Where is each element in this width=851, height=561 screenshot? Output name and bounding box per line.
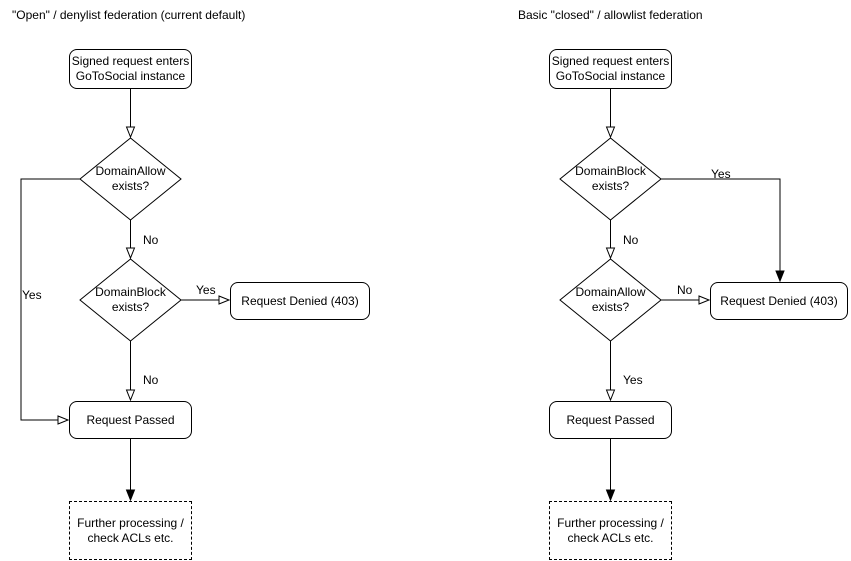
decision-diamond-domainallow-left [79,137,182,221]
decision1-label-left: DomainAllow exists? [95,164,166,193]
edge-label-yes: Yes [711,167,731,181]
node-request-passed-right: Request Passed [549,401,672,439]
node-request-passed-left: Request Passed [69,401,192,439]
edge-decision1-yes-left [20,178,80,425]
node-further-processing-left: Further processing / check ACLs etc. [69,501,192,560]
node-start-left: Signed request enters GoToSocial instanc… [69,49,192,89]
edge-label-yes: Yes [196,283,216,297]
node-request-denied-right: Request Denied (403) [710,282,848,320]
decision-diamond-domainallow-right [559,258,662,342]
edge-decision1-yes-right [661,178,785,283]
node-request-denied-left: Request Denied (403) [230,282,370,320]
diagram-title-left: "Open" / denylist federation (current de… [12,8,246,22]
edge-label-no: No [623,233,639,247]
edge-label-no: No [677,283,693,297]
decision-diamond-domainblock-left [79,258,182,342]
decision-diamond-domainblock-right [559,137,662,221]
edge-label-yes: Yes [623,373,643,387]
node-start-right: Signed request enters GoToSocial instanc… [549,49,672,89]
diagram-title-right: Basic "closed" / allowlist federation [518,8,703,22]
edge-label-yes: Yes [22,288,42,302]
decision2-label-left: DomainBlock exists? [95,285,166,314]
decision1-label-right: DomainBlock exists? [575,164,646,193]
edge-label-no: No [143,233,159,247]
node-further-processing-right: Further processing / check ACLs etc. [549,501,672,560]
edge-label-no: No [143,373,159,387]
decision2-label-right: DomainAllow exists? [575,285,646,314]
